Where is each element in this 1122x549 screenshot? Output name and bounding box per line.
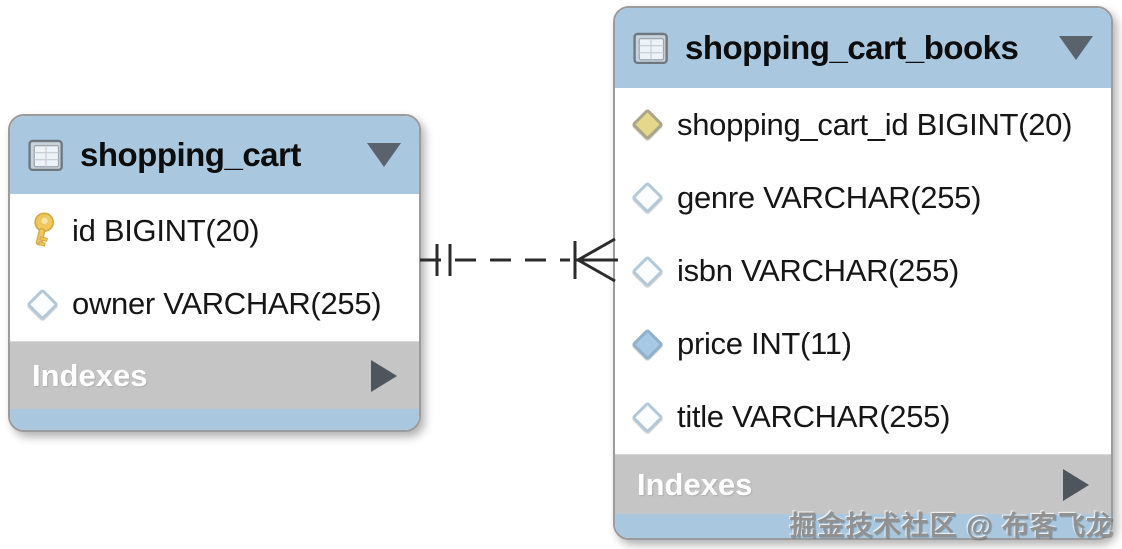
column-text: isbn VARCHAR(255): [677, 253, 960, 288]
table-node-shopping-cart-books[interactable]: shopping_cart_books shopping_cart_id BIG…: [613, 6, 1113, 540]
chevron-down-icon[interactable]: [367, 143, 401, 167]
crow-foot-bottom: [577, 258, 616, 283]
table-columns: id BIGINT(20) owner VARCHAR(255): [10, 194, 419, 341]
table-icon: [28, 133, 64, 177]
table-node-shopping-cart[interactable]: shopping_cart id BIGINT(20) owner VARCHAR…: [8, 114, 421, 432]
table-columns: shopping_cart_id BIGINT(20) genre VARCHAR…: [615, 88, 1111, 454]
table-bottom-strip: [10, 409, 419, 430]
indexes-label: Indexes: [637, 466, 753, 502]
diamond-hollow-icon: [629, 176, 665, 220]
expand-right-icon[interactable]: [371, 359, 397, 392]
diamond-yellow-icon: [629, 103, 665, 147]
table-title: shopping_cart: [80, 136, 301, 173]
column-text: price INT(11): [677, 326, 852, 362]
table-header[interactable]: shopping_cart_books: [615, 8, 1111, 88]
primary-key-icon: [24, 209, 60, 253]
column-row[interactable]: id BIGINT(20): [10, 194, 419, 268]
table-bottom-strip: [615, 514, 1111, 538]
indexes-footer[interactable]: Indexes: [10, 341, 419, 409]
column-text: title VARCHAR(255): [677, 399, 951, 435]
column-row[interactable]: genre VARCHAR(255): [615, 161, 1111, 234]
column-text: shopping_cart_id BIGINT(20): [677, 106, 1073, 142]
watermark-text: 掘金技术社区 @ 布客飞龙: [789, 511, 1114, 541]
chevron-down-icon[interactable]: [1059, 36, 1093, 60]
diamond-blue-icon: [629, 322, 665, 366]
indexes-footer[interactable]: Indexes: [615, 454, 1111, 514]
column-row[interactable]: shopping_cart_id BIGINT(20): [615, 88, 1111, 161]
diamond-hollow-icon: [629, 249, 665, 293]
column-row[interactable]: isbn VARCHAR(255): [615, 234, 1111, 307]
column-row[interactable]: price INT(11): [615, 308, 1111, 381]
crow-foot-top: [577, 237, 616, 262]
column-text: id BIGINT(20): [72, 212, 260, 248]
table-icon: [633, 26, 669, 70]
relationship-connector-one-to-many[interactable]: [420, 228, 618, 292]
column-row[interactable]: title VARCHAR(255): [615, 381, 1111, 454]
table-header[interactable]: shopping_cart: [10, 116, 419, 194]
column-text: owner VARCHAR(255): [72, 286, 382, 322]
expand-right-icon[interactable]: [1063, 468, 1089, 501]
column-row[interactable]: owner VARCHAR(255): [10, 268, 419, 342]
diamond-hollow-icon: [629, 395, 665, 439]
indexes-label: Indexes: [32, 357, 148, 393]
column-text: genre VARCHAR(255): [677, 179, 982, 215]
table-title: shopping_cart_books: [685, 29, 1019, 66]
diamond-hollow-icon: [24, 282, 60, 326]
